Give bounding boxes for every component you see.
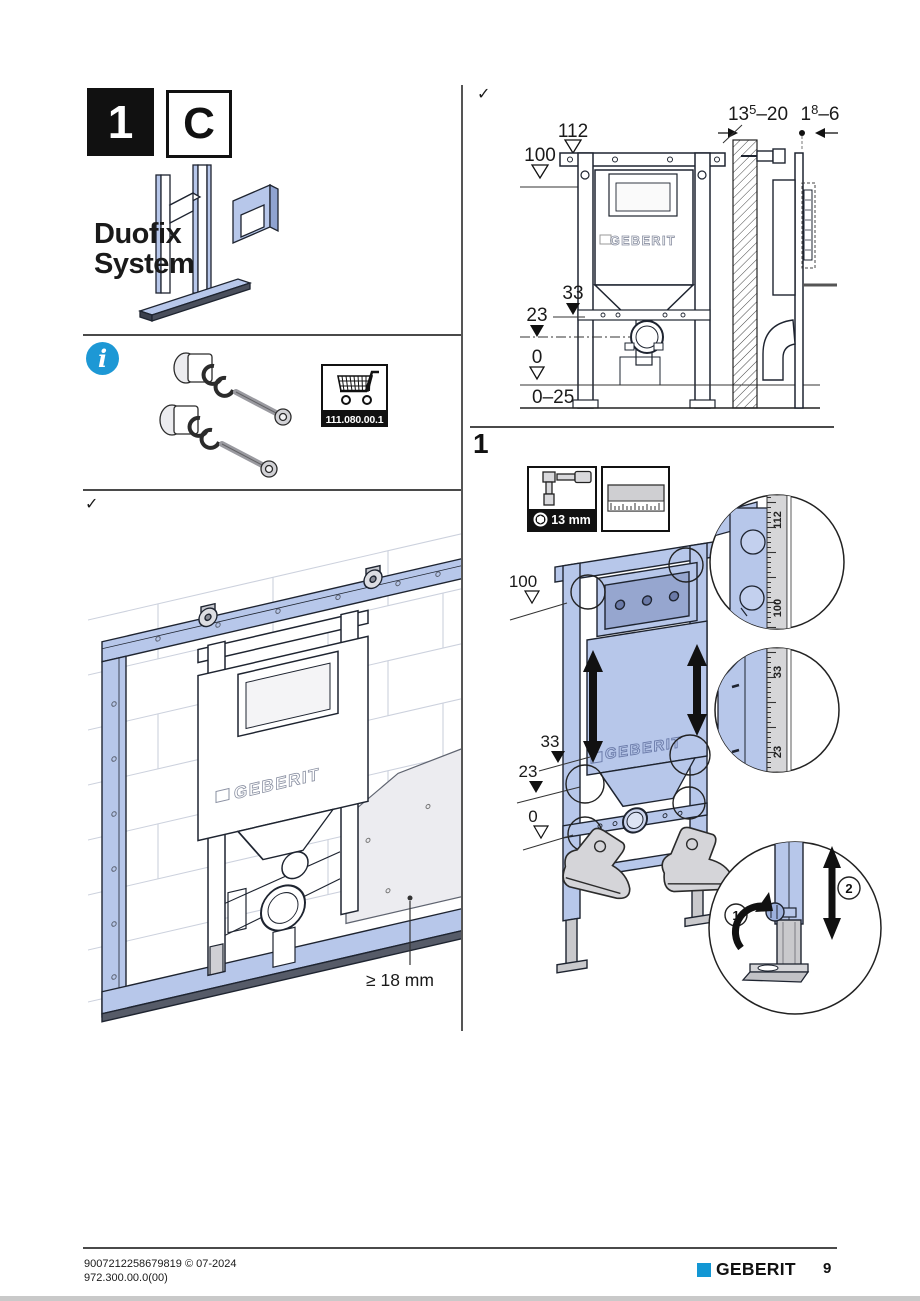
action-2-badge <box>837 876 861 900</box>
step1-dim-23: 23 <box>519 762 538 781</box>
height-adjust-arrows <box>583 644 707 763</box>
divider-right <box>470 426 834 428</box>
duofix-element <box>197 609 369 977</box>
step-1-heading: 1 <box>473 428 489 459</box>
wall-anchor-parts-illustration <box>159 352 292 478</box>
system-name: Duofix System <box>94 218 195 280</box>
tool-size-label: 13 mm <box>551 512 591 527</box>
panel-leader-dot <box>407 895 413 901</box>
dim-0-triangle <box>528 366 546 381</box>
detail-circle-foot-adjust: 1 2 <box>708 841 882 1015</box>
step1-dim-100: 100 <box>509 572 537 591</box>
detail-circle-ruler-mid: 33 23 <box>714 647 840 773</box>
step1-adjust-feet-illustration: GEBERIT 100 33 <box>509 494 882 1015</box>
duofix-system-illustration <box>138 164 279 322</box>
anchor-assembly-2 <box>159 404 278 478</box>
tool-socket-wrench-box: 13 mm <box>527 466 597 532</box>
step1-dim-0: 0 <box>528 807 537 826</box>
geberit-logo-text: GEBERIT <box>716 1259 796 1279</box>
tool-ruler-box <box>601 466 670 532</box>
side-view <box>732 139 837 409</box>
telescopic-foot-left <box>565 917 578 967</box>
divider-bottom-left <box>83 489 461 491</box>
dim-100-label: 100 <box>524 145 556 166</box>
tool-size-band: 13 mm <box>529 509 595 530</box>
elevation-dimension-drawing: 112 100 135–20 18–6 <box>520 102 840 409</box>
foot-slide-arrow <box>823 846 841 940</box>
dim-plate-gap-label: 18–6 <box>801 102 840 125</box>
boot-left <box>562 827 631 900</box>
ruler-value-100: 100 <box>772 599 784 617</box>
socket-wrench-icon <box>542 470 592 506</box>
shopping-cart-frame <box>321 364 388 412</box>
socket-size-icon <box>533 512 548 527</box>
footer-doc-info: 9007212258679819 © 07-2024 972.300.00.0(… <box>84 1258 236 1285</box>
hanger-rollers <box>198 564 383 628</box>
wall-section <box>732 139 758 409</box>
detail-circle-ruler-top: 112 100 <box>709 494 845 630</box>
footer-divider <box>83 1247 837 1249</box>
order-article: 111.080.00.1 <box>321 364 388 427</box>
boot-right <box>661 826 734 893</box>
next-page-edge <box>0 1296 920 1301</box>
rail-screws <box>111 571 441 980</box>
dim-23-triangle <box>530 325 544 337</box>
dim-wall-thickness-label: 135–20 <box>728 102 788 125</box>
dim-33-triangle <box>566 303 580 315</box>
variant-badge: C <box>166 90 232 158</box>
info-icon: i <box>86 342 119 375</box>
min-panel-thickness-label: ≥ 18 mm <box>366 970 434 990</box>
geberit-logo-square <box>697 1262 711 1277</box>
dim-112-triangle <box>563 139 583 155</box>
dim-100-triangle <box>530 164 550 180</box>
step-number-badge: 1 <box>87 88 154 156</box>
action-1-number: 1 <box>732 908 739 923</box>
system-name-line2: System <box>94 248 195 280</box>
page-number: 9 <box>823 1260 832 1277</box>
ruler-icon <box>607 484 665 512</box>
dim-23-label: 23 <box>526 305 547 326</box>
dim-0-label: 0 <box>532 347 543 368</box>
step1-dim-33: 33 <box>541 732 560 751</box>
ruler-value-33: 33 <box>772 666 784 678</box>
check-symbol-overview: ✓ <box>85 496 99 513</box>
dim-112-label: 112 <box>558 121 588 142</box>
dim-range-label: 0–25 <box>532 387 574 408</box>
geberit-embossed-elevation: GEBERIT <box>610 234 676 248</box>
dim-33-label: 33 <box>562 283 583 304</box>
footer-doc-id: 9007212258679819 © 07-2024 <box>84 1258 237 1270</box>
check-symbol-elevation: ✓ <box>477 86 491 103</box>
rotate-arrow <box>731 902 764 951</box>
footer-doc-code: 972.300.00.0(00) <box>84 1271 168 1284</box>
system-name-line1: Duofix <box>94 218 182 250</box>
anchor-assembly-1 <box>173 352 292 426</box>
geberit-logo: GEBERIT <box>697 1259 796 1280</box>
action-2-number: 2 <box>845 881 852 896</box>
overview-installation-illustration: GEBERIT <box>88 533 462 1023</box>
ruler-value-23: 23 <box>772 746 784 758</box>
ruler-value-112: 112 <box>772 511 784 529</box>
column-divider <box>461 85 463 1031</box>
divider-top-left <box>83 334 461 336</box>
shopping-cart-icon <box>336 370 379 405</box>
article-number: 111.080.00.1 <box>321 412 388 427</box>
front-view-frame <box>559 152 726 409</box>
